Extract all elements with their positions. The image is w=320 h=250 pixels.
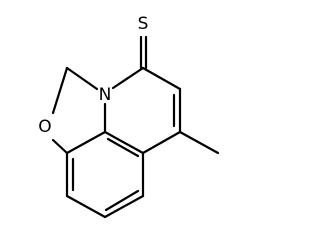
bond-c6-c6a [141, 130, 182, 155]
bond-c9a-c9b [65, 130, 107, 155]
bonds [51, 35, 220, 219]
chemical-structure: S N O [38, 14, 220, 219]
bond-c6a-c9b [103, 130, 145, 155]
sulfur-atom-label: S [138, 14, 149, 34]
bond-n-ch2 [65, 66, 99, 91]
bond-n-c4 [111, 66, 145, 90]
bond-c8-c7-outer [103, 194, 145, 219]
oxygen-atom-label: O [38, 117, 51, 137]
bond-c9b-c6a-inner [106, 137, 140, 158]
bond-c4-c5 [141, 66, 182, 91]
bond-o-c9a [51, 138, 69, 155]
bond-c8-c7-inner [104, 189, 140, 212]
bond-c6-methyl [178, 130, 220, 155]
nitrogen-atom-label: N [99, 85, 112, 105]
atom-labels: S N O [38, 14, 148, 137]
bond-c9-c8 [65, 194, 107, 219]
bond-ch2-o [51, 66, 69, 115]
